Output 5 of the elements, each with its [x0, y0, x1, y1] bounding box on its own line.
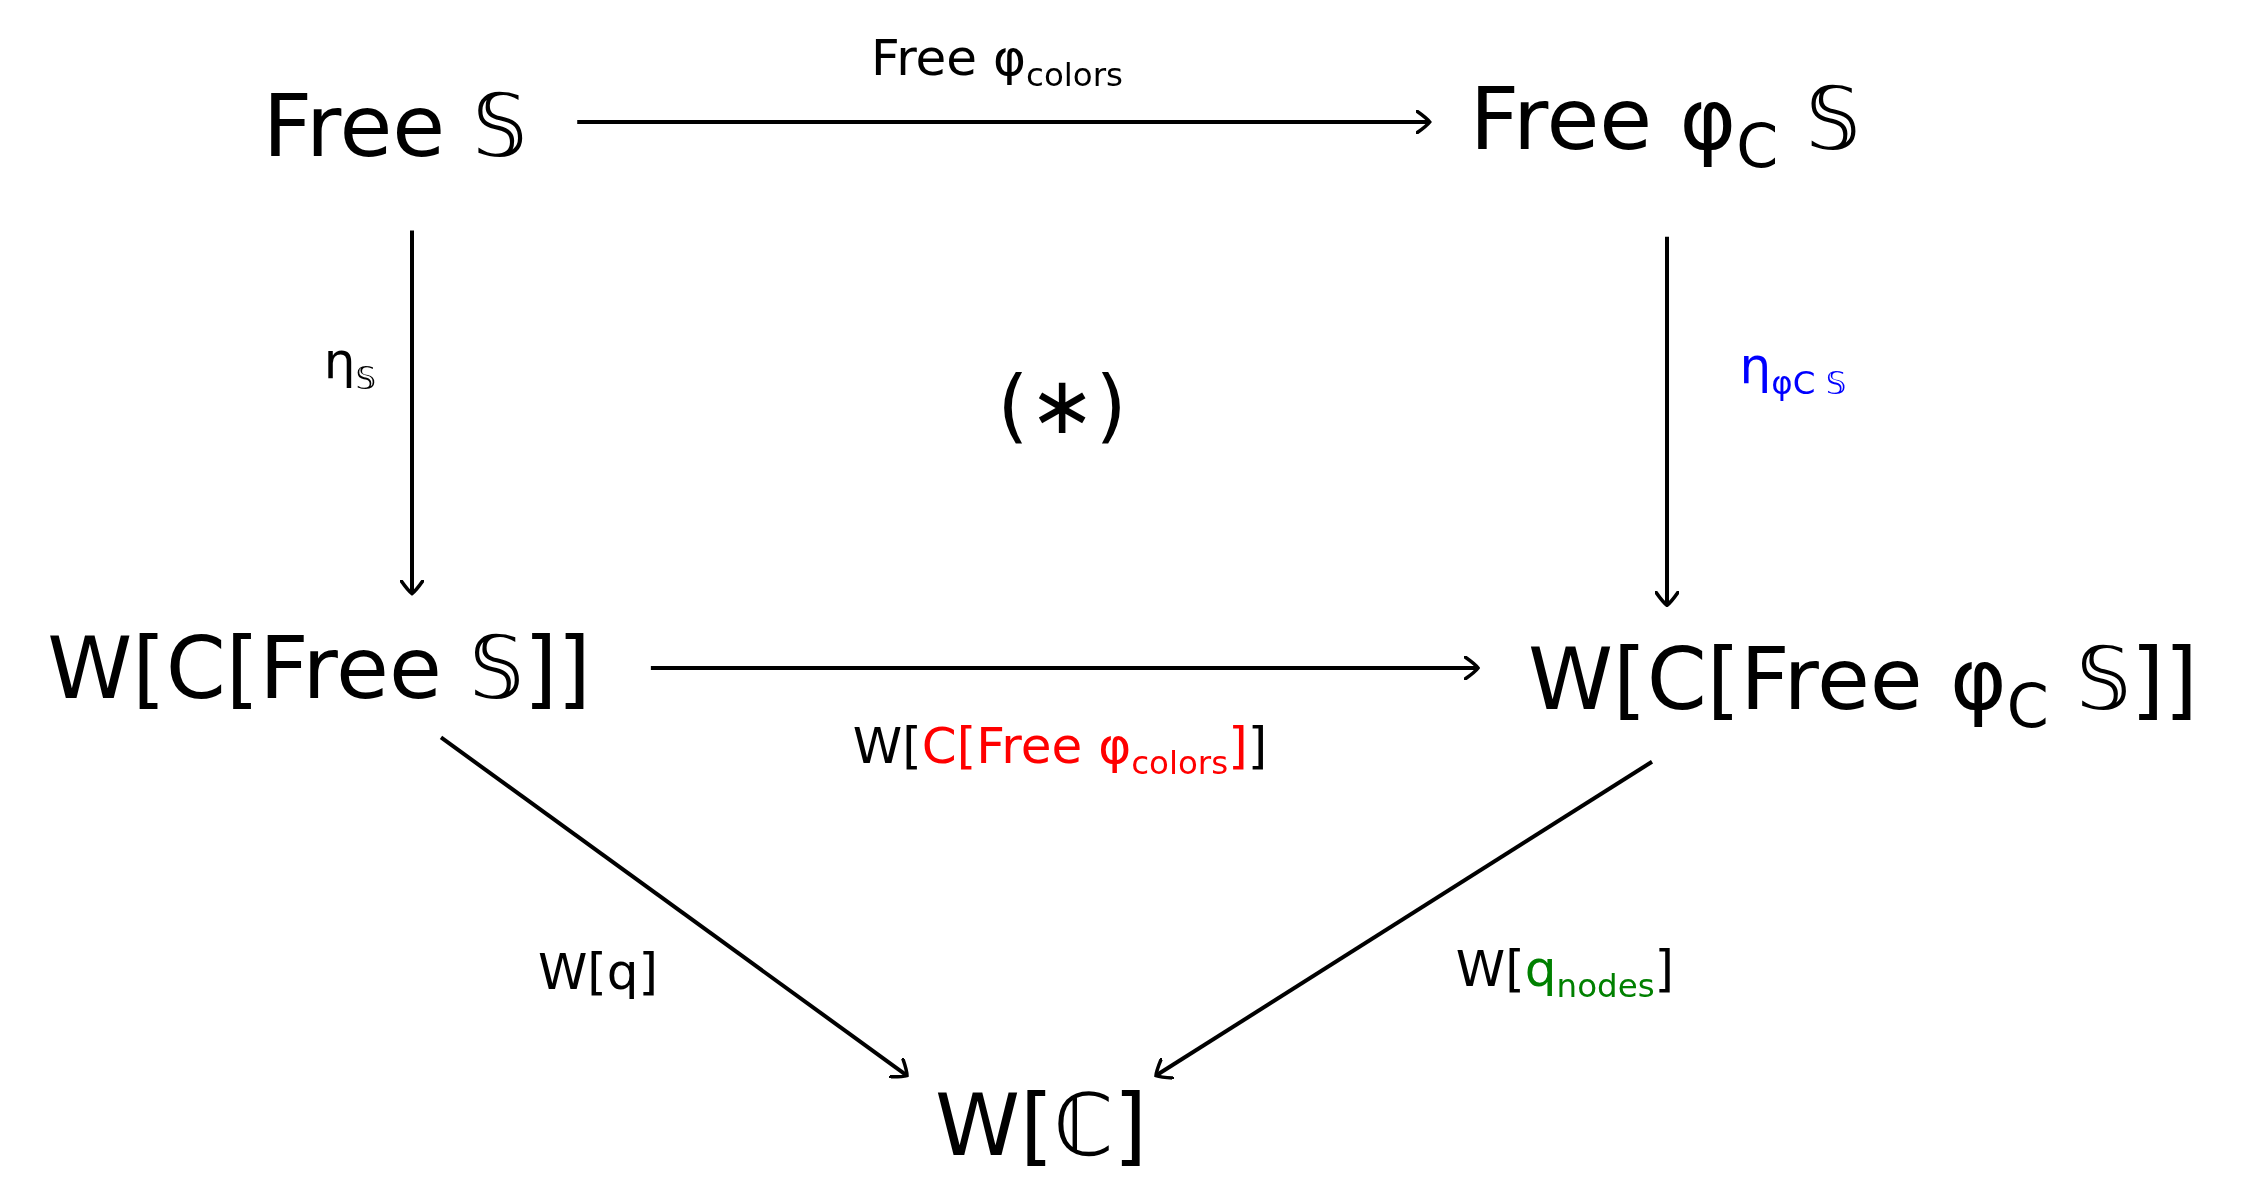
math-object-label: W[C[Free φ$_{C}$ 𝕊]]: [1528, 630, 2198, 742]
math-object-label: W[C[Free 𝕊]]: [47, 618, 591, 718]
math-object-label: Free 𝕊: [262, 76, 528, 176]
math-object-label: W[ℂ]: [934, 1075, 1148, 1175]
math-object-label: Free φ$_{C}$ 𝕊: [1469, 70, 1861, 182]
